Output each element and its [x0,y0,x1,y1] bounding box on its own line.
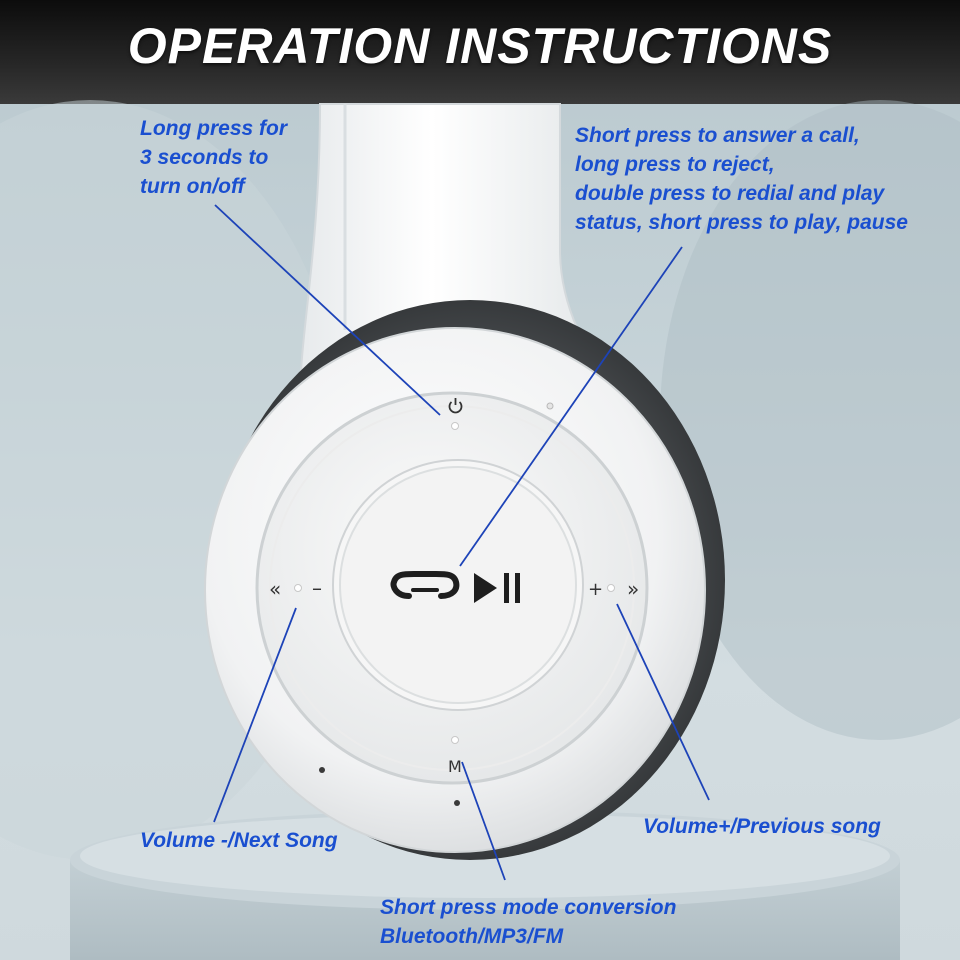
led-top [451,422,459,430]
volume-minus-annotation: Volume -/Next Song [140,829,338,852]
power-annotation: Long press for 3 seconds to turn on/off [140,117,288,198]
led-left [294,584,302,592]
leader-line-volume-minus [213,607,297,823]
mic-hole [319,767,325,773]
leader-line-play [459,246,683,567]
play-annotation: Short press to answer a call, long press… [575,124,908,234]
play-pause-icon [474,573,520,603]
leader-line-mode [461,761,506,881]
next-glyph[interactable]: » [627,577,639,601]
power-icon[interactable] [448,398,463,414]
leader-line-power [214,204,441,416]
led-right [607,584,615,592]
background-shade [660,100,960,740]
phone-icon [390,571,460,599]
led-bottom [451,736,459,744]
mic-hole [454,800,460,806]
leader-line-volume-plus [616,603,710,801]
mode-annotation: Short press mode conversion Bluetooth/MP… [380,896,677,948]
volume-minus-glyph[interactable]: – [312,576,322,600]
prev-glyph[interactable]: « [269,577,281,601]
mode-glyph[interactable]: M [448,757,462,776]
volume-plus-glyph[interactable]: + [588,579,603,600]
volume-plus-annotation: Volume+/Previous song [643,815,881,838]
page-title: OPERATION INSTRUCTIONS [127,18,833,74]
title-bar: OPERATION INSTRUCTIONS [0,0,960,104]
screw-dot [546,402,554,410]
